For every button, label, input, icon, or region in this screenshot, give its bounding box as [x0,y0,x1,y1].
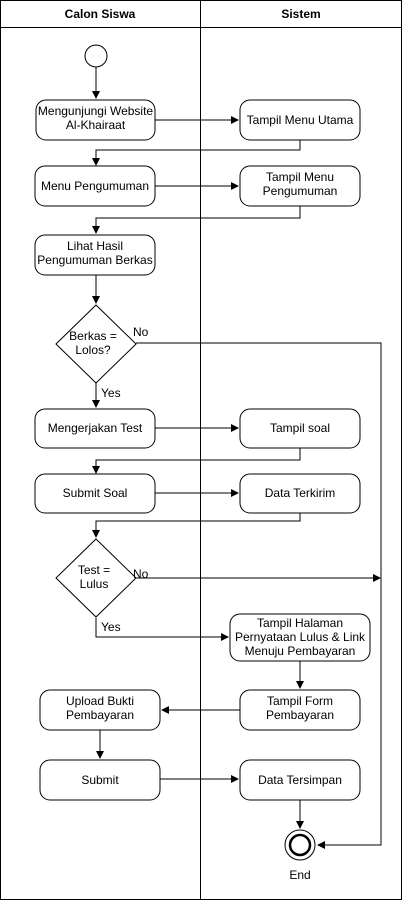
edge-label-berkas-yes: Yes [101,386,121,400]
svg-text:Test =Lulus: Test =Lulus [78,563,110,591]
node-data-terkirim: Data Terkirim [239,473,361,514]
edge-test-yes [95,618,229,641]
node-text-line: Menuju Pembayaran [245,644,356,658]
node-text-line: Lulus [80,577,109,591]
end-label: End [289,868,310,882]
decision-berkas-lolos: Berkas =Lolos? [55,304,137,384]
edge-tampil-soal-to-submit-soal [92,448,301,474]
node-text-line: Test = [78,563,110,577]
svg-text:Data Tersimpan: Data Tersimpan [258,773,342,787]
edge-menu-utama-to-menu-pengumuman [92,140,301,166]
decision-test-lulus: Test =Lulus [55,538,137,618]
start-node [84,44,108,68]
edge-label-berkas-no: No [133,325,149,339]
node-text-line: Lihat Hasil [67,239,123,253]
node-data-tersimpan: Data Tersimpan [239,759,361,801]
lane-title-calon-siswa: Calon Siswa [65,7,136,21]
svg-text:Tampil Menu Utama: Tampil Menu Utama [247,113,354,127]
node-text-line: Tampil Halaman [257,616,343,630]
connectors [92,67,382,849]
node-tampil-menu-utama: Tampil Menu Utama [239,99,361,141]
node-mengerjakan-test: Mengerjakan Test [34,408,156,449]
node-text-line: Mengunjungi Website [38,104,154,118]
node-submit-soal: Submit Soal [34,473,156,514]
edge-data-terkirim-to-decision-test [92,513,301,538]
svg-text:Menu Pengumuman: Menu Pengumuman [41,179,149,193]
node-text-line: Pembayaran [66,708,134,722]
node-tampil-soal: Tampil soal [239,408,361,449]
svg-text:Berkas =Lolos?: Berkas =Lolos? [69,329,117,357]
node-text-line: Pengumuman [263,184,338,198]
svg-text:Mengerjakan Test: Mengerjakan Test [48,421,143,435]
node-menu-pengumuman: Menu Pengumuman [34,165,156,207]
node-text-line: Lolos? [75,343,111,357]
node-text-line: Pengumuman Berkas [37,253,152,267]
node-text-line: Al-Khairaat [66,118,126,132]
edge-berkas-no [136,342,382,849]
edge-tampil-to-lihat-hasil [92,206,301,234]
svg-text:Tampil soal: Tampil soal [270,421,330,435]
lane-title-sistem: Sistem [281,7,320,21]
node-text-line: Pernyataan Lulus & Link [235,630,366,644]
node-text-line: Tampil Menu [266,170,334,184]
edge-label-test-no: No [133,567,149,581]
node-text-line: Pembayaran [266,708,334,722]
svg-text:Submit Soal: Submit Soal [63,486,128,500]
node-text-line: Tampil Form [267,694,333,708]
svg-text:Data Terkirim: Data Terkirim [265,486,335,500]
svg-text:Submit: Submit [81,773,119,787]
edge-label-test-yes: Yes [101,620,121,634]
node-submit: Submit [39,759,161,801]
node-text-line: Upload Bukti [66,694,134,708]
end-node [284,829,316,861]
node-text-line: Berkas = [69,329,117,343]
